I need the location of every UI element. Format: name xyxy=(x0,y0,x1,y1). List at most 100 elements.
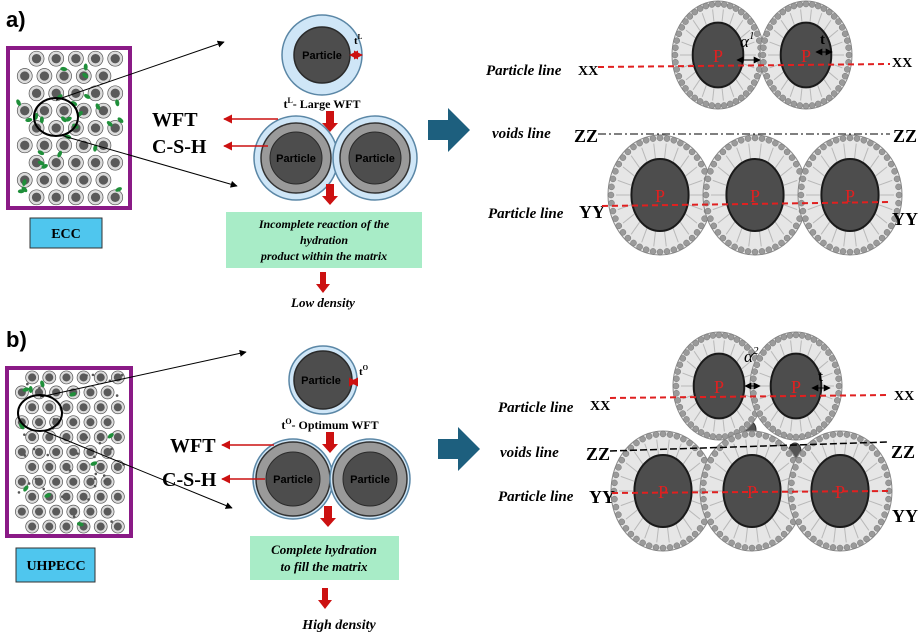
csh-bead xyxy=(808,1,816,8)
csh-bead xyxy=(763,72,771,80)
csh-bead xyxy=(696,450,704,457)
t-large-symbol: tL xyxy=(354,33,363,47)
csh-fiber xyxy=(865,462,878,473)
grain-core xyxy=(79,433,88,442)
csh-fiber xyxy=(681,63,693,69)
particle-core xyxy=(810,454,870,528)
particle-p-label: P xyxy=(750,186,760,206)
csh-fiber xyxy=(656,439,660,457)
ecc-material-box xyxy=(29,217,103,249)
csh-bead xyxy=(814,234,822,242)
csh-fiber xyxy=(688,179,703,186)
fine-particle xyxy=(56,417,59,421)
ecc-zoom-circle xyxy=(33,97,79,137)
csh-bead xyxy=(675,30,683,38)
fiber-mark xyxy=(69,392,77,397)
csh-bead xyxy=(725,143,732,151)
csh-fiber xyxy=(843,229,847,247)
csh-fiber xyxy=(780,19,789,32)
particle-line-label-b1: Particle line xyxy=(498,400,574,416)
csh-bead xyxy=(788,229,796,236)
csh-fiber xyxy=(722,451,733,465)
csh-fiber xyxy=(679,221,690,235)
csh-bead xyxy=(885,495,892,503)
fiber-mark xyxy=(115,99,120,107)
csh-bead xyxy=(688,148,696,156)
csh-bead xyxy=(895,199,902,207)
csh-bead xyxy=(722,439,729,447)
csh-bead xyxy=(826,139,833,147)
grain xyxy=(48,189,65,206)
csh-bead xyxy=(671,51,679,59)
t-optimum-symbol: tO xyxy=(359,364,369,378)
csh-bead xyxy=(834,368,841,375)
grain xyxy=(76,460,91,474)
csh-fiber xyxy=(809,9,812,25)
grain xyxy=(107,85,124,102)
grain-core xyxy=(51,158,61,168)
csh-fiber xyxy=(709,500,724,507)
csh-fiber xyxy=(862,147,869,164)
csh-fiber xyxy=(816,83,823,98)
csh-bead xyxy=(764,421,772,428)
coated-particle: P xyxy=(610,430,716,552)
csh-bead xyxy=(810,429,818,436)
grain-core xyxy=(31,88,42,98)
csh-bead xyxy=(615,222,623,230)
csh-bead xyxy=(769,435,776,443)
csh-bead xyxy=(835,375,842,382)
csh-bead xyxy=(720,102,728,109)
csh-fiber xyxy=(820,221,831,235)
csh-bead xyxy=(822,542,830,549)
csh-fiber xyxy=(813,350,822,363)
csh-fiber xyxy=(693,350,702,363)
alpha-1-label: α1 xyxy=(740,30,754,51)
csh-fiber xyxy=(821,372,833,378)
csh-fiber xyxy=(771,517,782,531)
csh-bead xyxy=(895,191,903,199)
csh-bead xyxy=(683,349,690,356)
csh-bead xyxy=(710,222,718,230)
csh-fiber xyxy=(809,85,812,101)
csh-fiber xyxy=(777,509,790,520)
csh-fiber xyxy=(701,83,708,98)
fine-particle xyxy=(38,391,41,394)
csh-fiber xyxy=(675,522,682,539)
grain-core xyxy=(20,140,30,150)
csh-bead xyxy=(792,222,800,230)
csh-fiber xyxy=(641,226,648,243)
grain xyxy=(93,400,108,415)
csh-bead xyxy=(836,544,844,552)
csh-bead xyxy=(656,134,664,142)
grain-core xyxy=(52,507,61,516)
csh-bead xyxy=(744,248,752,255)
csh-bead xyxy=(881,511,888,518)
grain-core xyxy=(79,492,88,501)
csh-bead xyxy=(834,397,841,404)
grain xyxy=(42,400,57,415)
csh-bead xyxy=(615,464,622,471)
csh-fiber xyxy=(802,509,815,520)
csh-bead xyxy=(711,450,719,457)
csh-bead xyxy=(838,24,846,31)
csh-bead xyxy=(683,239,690,247)
csh-bead xyxy=(809,154,817,161)
grain xyxy=(25,519,39,534)
grain xyxy=(59,370,74,385)
big-arrow-b xyxy=(438,427,480,471)
csh-bead xyxy=(843,544,851,551)
csh-bead xyxy=(831,403,839,411)
csh-fiber xyxy=(663,229,667,247)
fiber-mark xyxy=(82,72,89,79)
csh-fiber xyxy=(644,522,651,539)
csh-bead xyxy=(853,248,861,255)
uhpecc-material-box xyxy=(15,547,96,583)
csh-bead xyxy=(642,137,650,144)
csh-fiber xyxy=(852,443,859,460)
csh-bead xyxy=(609,175,617,183)
csh-fiber xyxy=(672,147,679,164)
csh-bead xyxy=(645,433,653,440)
grain xyxy=(25,489,39,504)
csh-bead xyxy=(825,416,832,423)
csh-bead xyxy=(769,425,777,433)
